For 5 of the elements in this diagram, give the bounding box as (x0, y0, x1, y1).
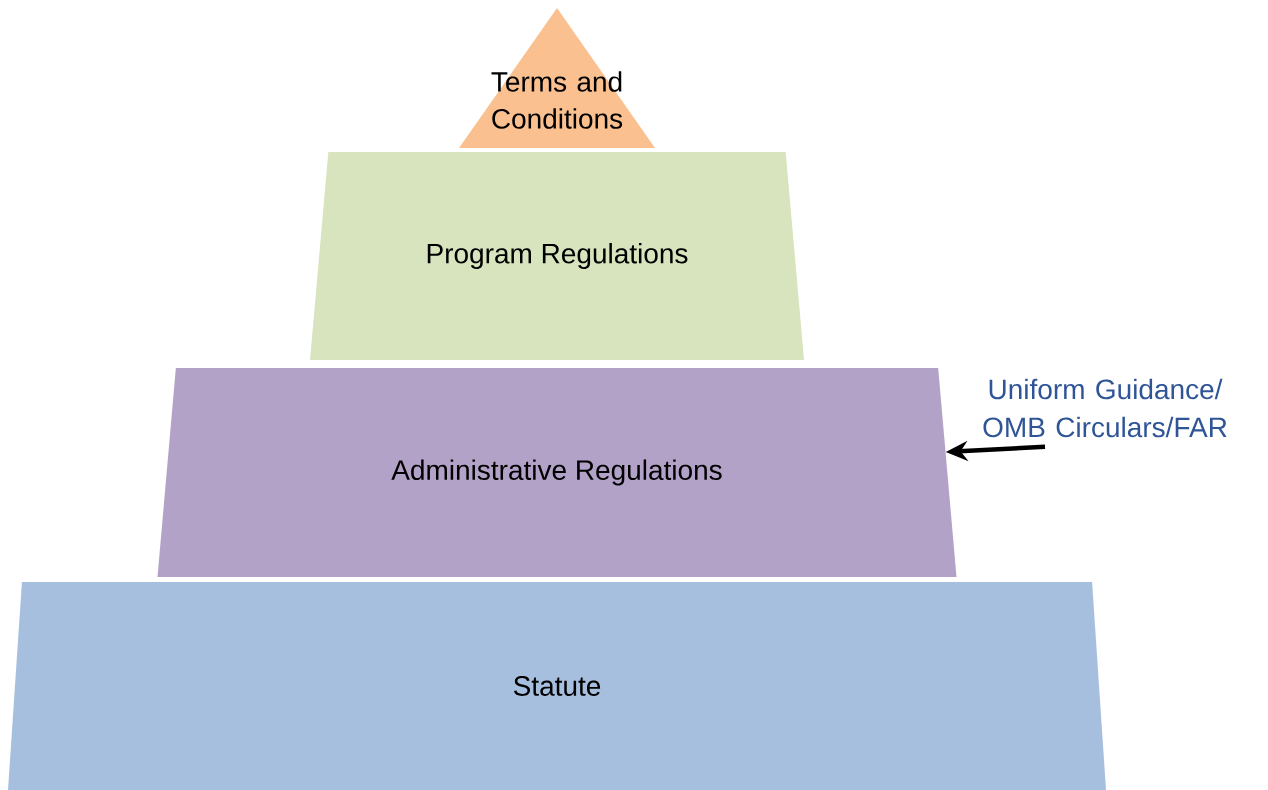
pyramid-tier: Program Regulations (310, 152, 804, 360)
pyramid-tier: Statute (8, 582, 1106, 790)
pyramid-tier: Terms and Conditions (459, 8, 655, 148)
pyramid-tier: Administrative Regulations (157, 368, 957, 577)
callout-text: Uniform Guidance/ OMB Circulars/FAR (983, 378, 1227, 438)
